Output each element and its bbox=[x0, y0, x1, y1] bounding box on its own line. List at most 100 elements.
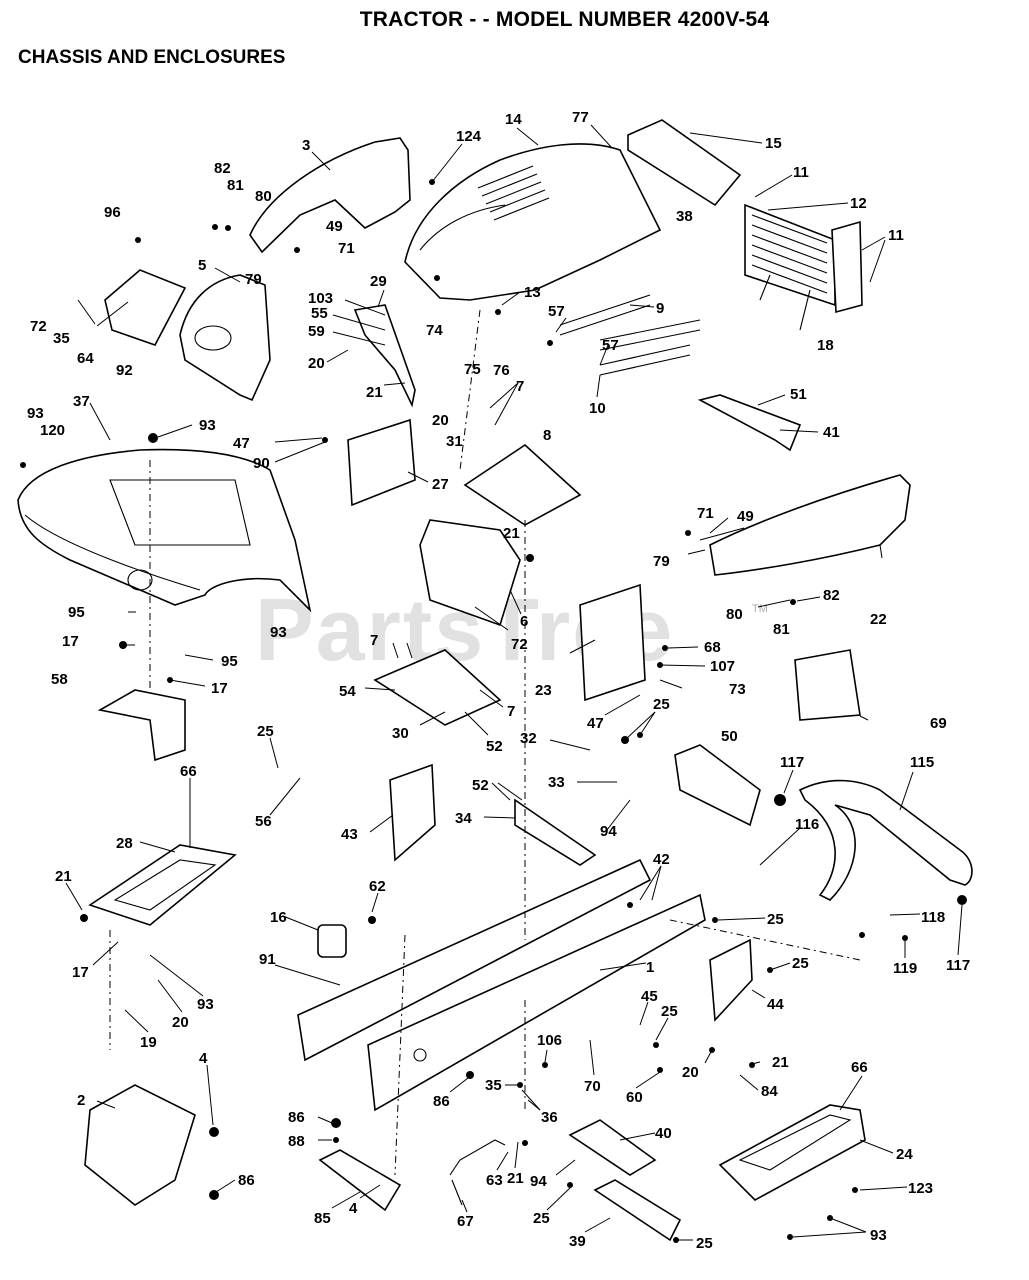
callout-58: 58 bbox=[51, 671, 68, 688]
callout-123: 123 bbox=[908, 1180, 933, 1197]
part-5-dash bbox=[179, 274, 271, 402]
callout-8: 8 bbox=[543, 427, 551, 444]
callout-25: 25 bbox=[533, 1210, 550, 1227]
callout-25: 25 bbox=[792, 955, 809, 972]
callout-31: 31 bbox=[446, 433, 463, 450]
callout-21: 21 bbox=[503, 525, 520, 542]
callout-72: 72 bbox=[30, 318, 47, 335]
callout-54: 54 bbox=[339, 683, 356, 700]
part-14-hood bbox=[404, 143, 662, 301]
part-69-plate bbox=[794, 649, 861, 721]
callout-20: 20 bbox=[172, 1014, 189, 1031]
part-6-console bbox=[419, 519, 521, 627]
callout-92: 92 bbox=[116, 362, 133, 379]
part-28-footrest bbox=[88, 844, 237, 926]
diagram-subtitle: CHASSIS AND ENCLOSURES bbox=[18, 47, 286, 68]
callout-93: 93 bbox=[870, 1227, 887, 1244]
callout-36: 36 bbox=[541, 1109, 558, 1126]
callout-38: 38 bbox=[676, 208, 693, 225]
callout-91: 91 bbox=[259, 951, 276, 968]
callout-94: 94 bbox=[600, 823, 617, 840]
part-41-bracket bbox=[697, 394, 802, 452]
callout-93: 93 bbox=[197, 996, 214, 1013]
part-16-grommet bbox=[317, 924, 347, 958]
callout-24: 24 bbox=[896, 1146, 913, 1163]
callout-59: 59 bbox=[308, 323, 325, 340]
callout-96: 96 bbox=[104, 204, 121, 221]
callout-6: 6 bbox=[520, 613, 528, 630]
callout-95: 95 bbox=[68, 604, 85, 621]
callout-25: 25 bbox=[696, 1235, 713, 1252]
callout-22: 22 bbox=[870, 611, 887, 628]
hardware-fasteners bbox=[20, 179, 967, 1243]
callout-88: 88 bbox=[288, 1133, 305, 1150]
callout-103: 103 bbox=[308, 290, 333, 307]
callout-25: 25 bbox=[767, 911, 784, 928]
part-2-plate bbox=[84, 1084, 196, 1206]
callout-21: 21 bbox=[772, 1054, 789, 1071]
part-15-air-dam bbox=[627, 119, 742, 207]
callout-17: 17 bbox=[72, 964, 89, 981]
callout-63: 63 bbox=[486, 1172, 503, 1189]
part-30-plate bbox=[373, 649, 502, 726]
part-43-bracket bbox=[389, 763, 436, 862]
callout-49: 49 bbox=[326, 218, 343, 235]
callout-120: 120 bbox=[40, 422, 65, 439]
callout-28: 28 bbox=[116, 835, 133, 852]
callout-66: 66 bbox=[180, 763, 197, 780]
callout-7: 7 bbox=[507, 703, 515, 720]
callout-85: 85 bbox=[314, 1210, 331, 1227]
callout-20: 20 bbox=[308, 355, 325, 372]
callout-10: 10 bbox=[589, 400, 606, 417]
callout-44: 44 bbox=[767, 996, 784, 1013]
callout-13: 13 bbox=[524, 284, 541, 301]
callout-80: 80 bbox=[726, 606, 743, 623]
callout-64: 64 bbox=[77, 350, 94, 367]
callout-93: 93 bbox=[27, 405, 44, 422]
callout-40: 40 bbox=[655, 1125, 672, 1142]
callout-23: 23 bbox=[535, 682, 552, 699]
callouts: 3 124 14 77 15 11 12 11 38 18 96 82 81 8… bbox=[27, 109, 970, 1252]
callout-70: 70 bbox=[584, 1078, 601, 1095]
callout-50: 50 bbox=[721, 728, 738, 745]
part-50-bracket bbox=[674, 744, 761, 827]
callout-11: 11 bbox=[793, 164, 809, 181]
part-44-bracket bbox=[709, 938, 753, 1022]
callout-94: 94 bbox=[530, 1173, 547, 1190]
callout-71: 71 bbox=[697, 505, 714, 522]
callout-45: 45 bbox=[641, 988, 658, 1005]
part-34-bracket bbox=[514, 798, 597, 866]
callout-82: 82 bbox=[214, 160, 231, 177]
callout-57: 57 bbox=[602, 337, 619, 354]
callout-68: 68 bbox=[704, 639, 721, 656]
callout-4: 4 bbox=[199, 1050, 208, 1067]
callout-86: 86 bbox=[433, 1093, 450, 1110]
callout-21: 21 bbox=[366, 384, 383, 401]
part-58-bracket bbox=[97, 689, 186, 762]
leader-lines bbox=[65, 124, 963, 1241]
callout-29: 29 bbox=[370, 273, 387, 290]
callout-115: 115 bbox=[910, 754, 934, 771]
callout-47: 47 bbox=[233, 435, 250, 452]
callout-7: 7 bbox=[516, 378, 524, 395]
callout-57: 57 bbox=[548, 303, 565, 320]
callout-117: 117 bbox=[780, 754, 804, 771]
callout-52: 52 bbox=[472, 777, 489, 794]
callout-72: 72 bbox=[511, 636, 528, 653]
part-3-hood-side bbox=[249, 137, 411, 254]
callout-37: 37 bbox=[73, 393, 90, 410]
callout-86: 86 bbox=[238, 1172, 255, 1189]
callout-124: 124 bbox=[456, 128, 482, 145]
callout-16: 16 bbox=[270, 909, 287, 926]
watermark-trademark: TM bbox=[752, 603, 768, 615]
callout-14: 14 bbox=[505, 111, 522, 128]
callout-74: 74 bbox=[426, 322, 443, 339]
callout-75: 75 bbox=[464, 361, 481, 378]
part-22-fender bbox=[709, 474, 911, 576]
callout-47: 47 bbox=[587, 715, 604, 732]
callout-49: 49 bbox=[737, 508, 754, 525]
callout-119: 119 bbox=[893, 960, 917, 977]
callout-21: 21 bbox=[507, 1170, 524, 1187]
callout-116: 116 bbox=[795, 816, 819, 833]
